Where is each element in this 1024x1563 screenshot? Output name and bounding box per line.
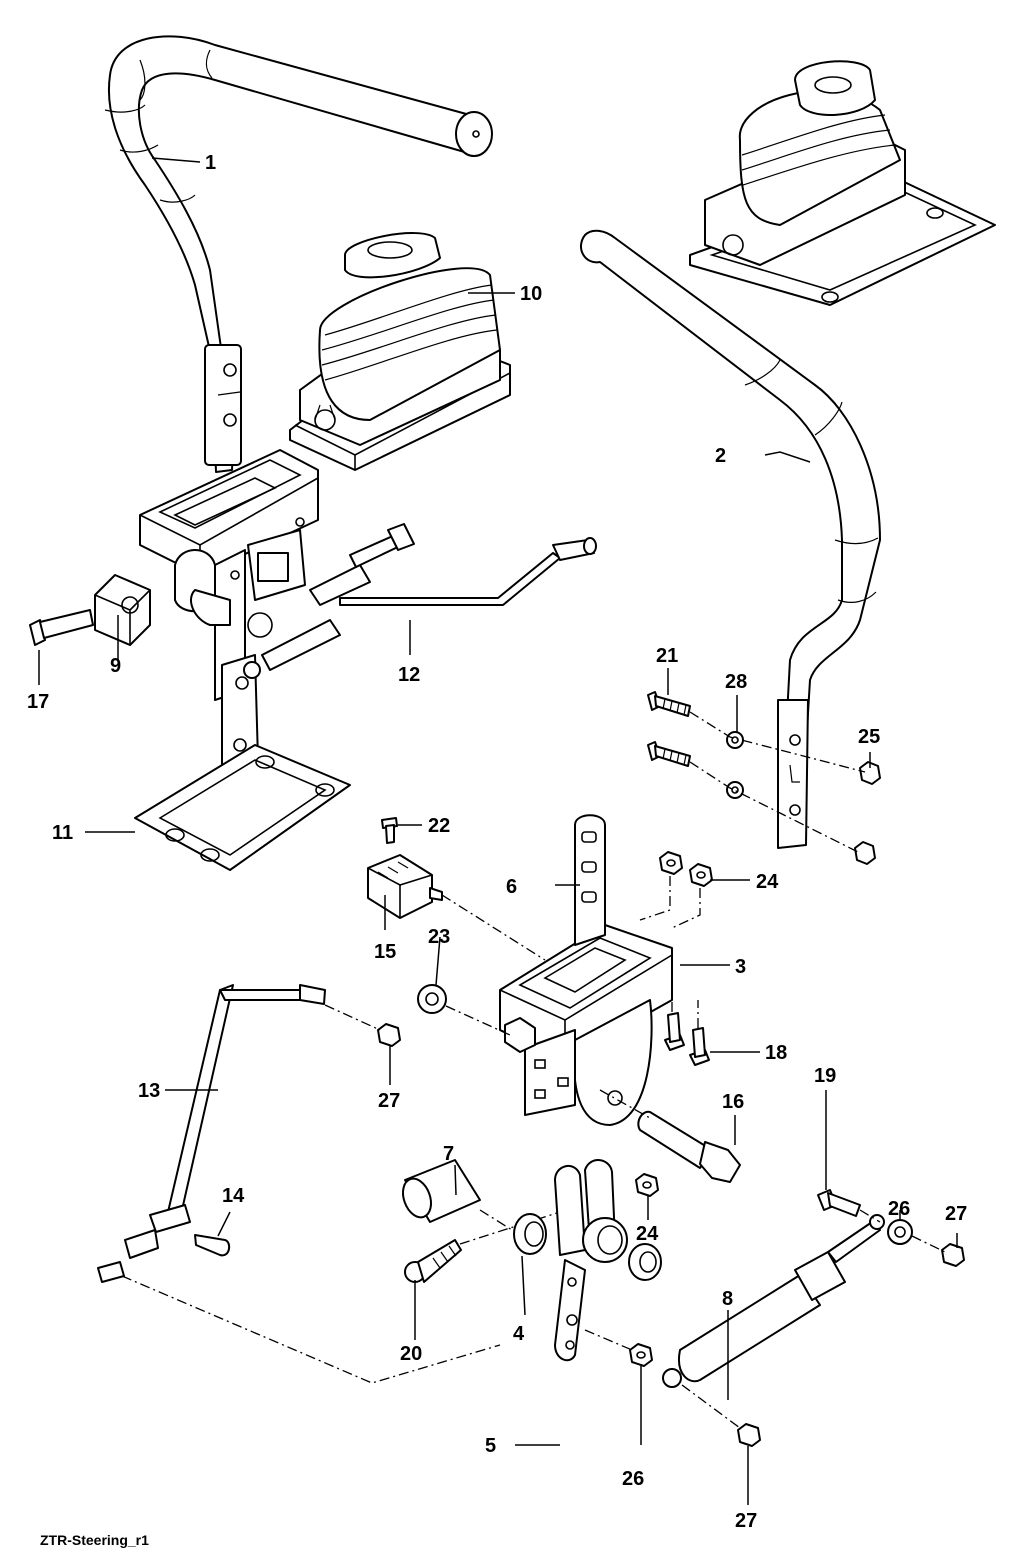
callout-leaders: [38, 157, 958, 1505]
callout-6: 6: [506, 876, 517, 898]
callout-17: 17: [27, 691, 49, 713]
callout-26-right: 26: [888, 1198, 910, 1220]
callout-5: 5: [485, 1435, 496, 1457]
leader-line-spring: [681, 1209, 946, 1429]
callout-7: 7: [443, 1143, 454, 1165]
callout-9: 9: [110, 655, 121, 677]
leader-line-24-top: [639, 876, 701, 929]
bolt-16: [637, 1110, 741, 1183]
callout-24-lower: 24: [636, 1223, 659, 1245]
bolts-18: [664, 1012, 710, 1066]
lower-link-rod-13: [97, 984, 326, 1283]
nut-27-bottom: [737, 1423, 761, 1447]
nut-27-left: [377, 1023, 401, 1047]
callout-11: 11: [52, 822, 73, 844]
leader-line-right-bolts: [689, 711, 866, 854]
leader-line-13-bottom: [121, 1275, 501, 1384]
callout-22: 22: [428, 815, 450, 837]
lever-arm-5: [554, 1159, 628, 1362]
callout-labels: 1 2 3 4 5 6 7 8 9 10 11 12 13 14 15 16 1…: [27, 152, 967, 1532]
washer-23: [417, 984, 447, 1014]
bolt-20: [404, 1239, 462, 1283]
callout-8: 8: [722, 1288, 733, 1310]
diagram-reference-code: ZTR-Steering_r1: [40, 1532, 149, 1548]
leader-line-26-lower: [584, 1329, 633, 1351]
upper-linkage-rod: [243, 523, 597, 679]
washer-26-right: [887, 1219, 913, 1245]
left-rubber-boot: [289, 232, 511, 471]
right-rubber-boot: [689, 60, 996, 306]
bushing-right: [628, 1243, 662, 1281]
nut-24-lower: [635, 1173, 659, 1197]
left-control-housing: [139, 449, 319, 782]
callout-1: 1: [205, 152, 216, 174]
callout-28: 28: [725, 671, 747, 693]
callout-12: 12: [398, 664, 420, 686]
callout-13: 13: [138, 1080, 160, 1102]
left-steering-lever: [104, 35, 493, 473]
callout-15: 15: [374, 941, 396, 963]
callout-27-left: 27: [378, 1090, 400, 1112]
callout-10: 10: [520, 283, 542, 305]
callout-25: 25: [858, 726, 880, 748]
clip-14: [194, 1234, 231, 1257]
leader-line-switch: [441, 894, 546, 961]
screw-22: [381, 817, 398, 844]
callout-4: 4: [513, 1323, 525, 1345]
nuts-24-top: [659, 851, 713, 887]
gasket-plate: [134, 744, 351, 871]
callout-20: 20: [400, 1343, 422, 1365]
callout-19: 19: [814, 1065, 836, 1087]
callout-23: 23: [428, 926, 450, 948]
main-bracket-3: [499, 924, 673, 1126]
right-steering-lever: [580, 229, 881, 849]
leader-line-7: [479, 1209, 521, 1236]
flanged-bushing-4: [513, 1213, 547, 1255]
callout-21: 21: [656, 645, 678, 667]
switch-15: [367, 854, 443, 919]
callout-26-lower: 26: [622, 1468, 644, 1490]
spacer-block: [94, 574, 151, 646]
bolt-17: [29, 609, 94, 646]
callout-18: 18: [765, 1042, 787, 1064]
bolt-19: [817, 1189, 861, 1217]
callout-16: 16: [722, 1091, 744, 1113]
leader-line-washer-23: [445, 1005, 511, 1036]
callout-27-right: 27: [945, 1203, 967, 1225]
nuts-25: [854, 761, 881, 865]
nut-27-right: [941, 1243, 965, 1267]
leader-line-20: [459, 1211, 561, 1245]
lever-bolts-21: [647, 691, 691, 767]
washers-28: [726, 731, 744, 799]
callout-24: 24: [756, 871, 779, 893]
leader-line-27-left: [324, 1004, 381, 1031]
callout-3: 3: [735, 956, 746, 978]
gas-spring-8: [662, 1214, 885, 1388]
leader-line-16: [599, 1089, 651, 1119]
bushing-7: [401, 1159, 481, 1223]
callout-14: 14: [222, 1185, 245, 1207]
leader-line-18: [671, 1000, 699, 1028]
callout-2: 2: [715, 445, 726, 467]
callout-27-bottom: 27: [735, 1510, 757, 1532]
adjuster-bar-6: [574, 814, 606, 946]
nut-26-lower: [629, 1343, 653, 1367]
